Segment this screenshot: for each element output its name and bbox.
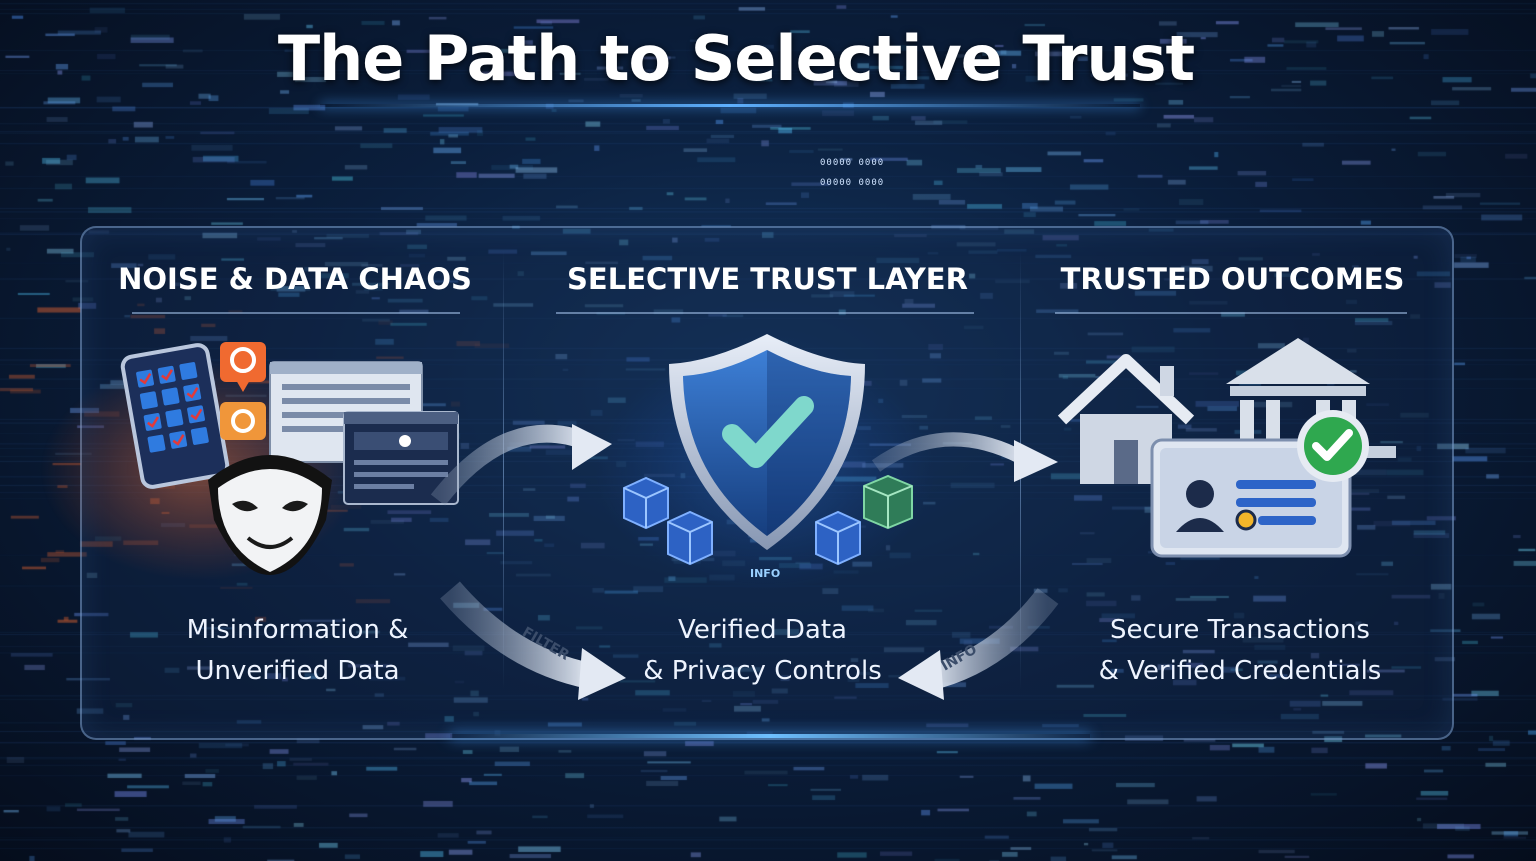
column-caption-trust-layer: Verified Data & Privacy Controls [570,610,955,692]
caption-line: Unverified Data [110,651,485,692]
caption-line: & Privacy Controls [570,651,955,692]
cube-icon [624,478,668,528]
caption-line: Verified Data [570,610,955,651]
column-caption-noise: Misinformation & Unverified Data [110,610,485,692]
location-pin-icon [220,402,266,440]
cube-icon [668,512,712,564]
caption-line: Misinformation & [110,610,485,651]
shield-info-label: INFO [750,567,780,580]
caption-line: Secure Transactions [1050,610,1430,651]
cube-icon [864,476,912,528]
arrow-icon [438,424,612,500]
cube-icon [816,512,860,564]
check-badge-icon [1297,410,1369,482]
caption-line: & Verified Credentials [1050,651,1430,692]
column-caption-outcomes: Secure Transactions & Verified Credentia… [1050,610,1430,692]
